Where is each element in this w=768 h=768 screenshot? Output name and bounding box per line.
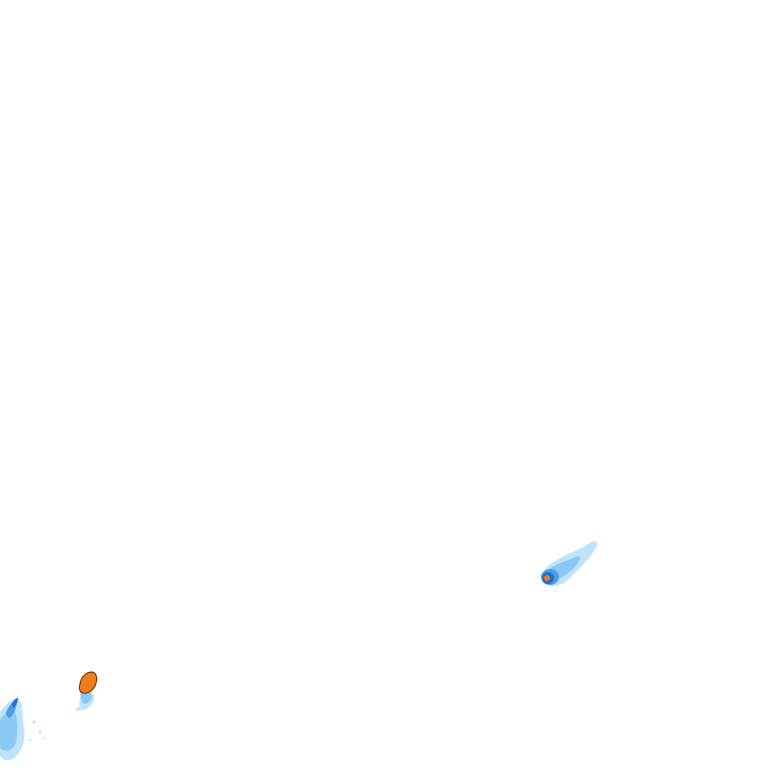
precip-core-hot-sw — [78, 671, 98, 694]
precip-tail-mid — [80, 691, 92, 704]
precip-core-hot — [544, 575, 550, 581]
precip-cell-east — [541, 541, 598, 586]
precip-edge-deep — [12, 698, 18, 708]
precip-edge-mid — [0, 709, 18, 751]
precip-cell-southwest — [76, 671, 98, 711]
precip-cell-edge-left — [0, 698, 45, 761]
